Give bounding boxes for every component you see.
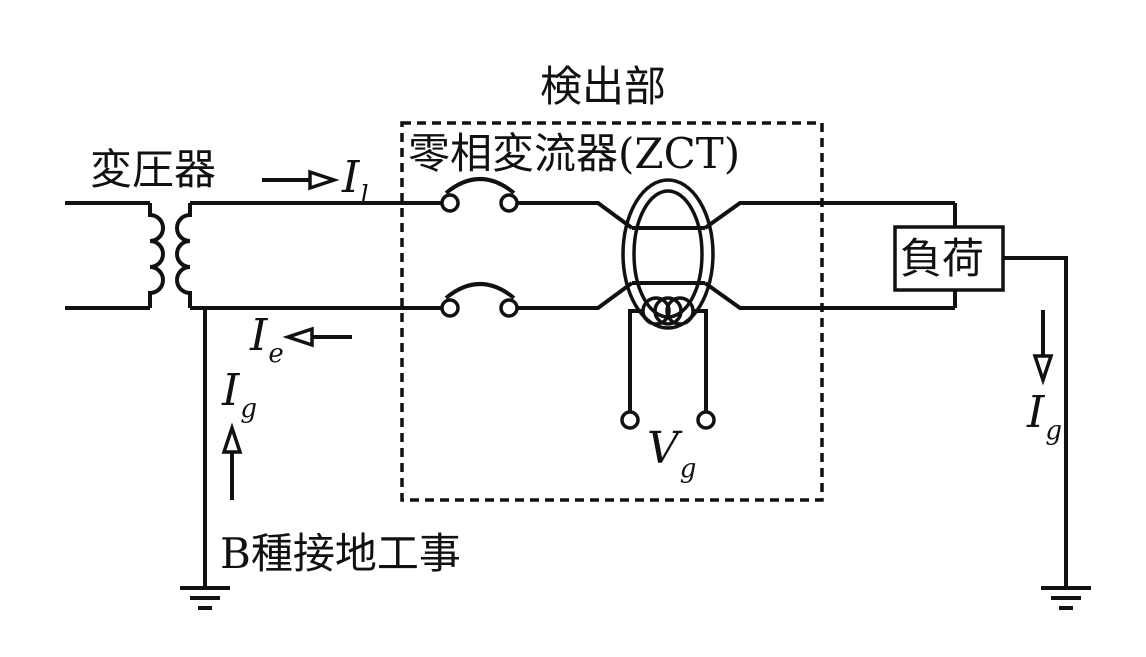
- zct-lead-right: [693, 309, 708, 412]
- detector-label: 検出部: [540, 62, 666, 111]
- top-switch-terminal-left: [440, 193, 460, 213]
- vg-terminal-left: [620, 410, 640, 430]
- zct: Vg: [620, 178, 716, 484]
- ig-right-label: Ig: [1026, 387, 1062, 446]
- zct-label: 零相変流器(ZCT): [408, 129, 740, 178]
- line-wires: [190, 201, 1068, 588]
- primary-leads: [65, 201, 150, 310]
- ig-left-arrow: [221, 422, 243, 500]
- ig-right-arrow: [1032, 310, 1054, 386]
- bottom-switch-contact: [444, 282, 516, 300]
- top-wire-to-load: [703, 201, 955, 230]
- ie-arrow: [282, 326, 352, 348]
- transformer: 変圧器: [65, 145, 216, 310]
- transformer-label: 変圧器: [90, 145, 216, 194]
- right-ground-symbol: [1041, 586, 1091, 610]
- vg-terminal-right: [696, 410, 716, 430]
- load: 負荷: [893, 225, 1005, 292]
- zct-core-outer: [621, 178, 715, 330]
- il-label: Il: [341, 152, 369, 211]
- load-label: 負荷: [900, 234, 984, 283]
- vg-label: Vg: [647, 423, 696, 484]
- breaker: [440, 177, 519, 318]
- zct-winding-loop-2: [653, 296, 683, 326]
- grounding-label: B種接地工事: [220, 529, 461, 578]
- zct-through-conductors: [632, 226, 705, 285]
- bottom-switch-terminal-left: [440, 298, 460, 318]
- detector-box: [400, 121, 824, 502]
- primary-coil: [148, 203, 165, 308]
- load-ground-wire: [1003, 256, 1068, 588]
- ig-left-label: Ig: [221, 365, 257, 424]
- bottom-wire-to-zct: [517, 281, 634, 310]
- bottom-wire-to-load: [703, 281, 955, 310]
- top-switch-terminal-right: [499, 193, 519, 213]
- top-wire-to-zct: [517, 201, 634, 230]
- zct-lead-left: [628, 309, 643, 412]
- ie-label: Ie: [249, 310, 284, 369]
- load-box: [893, 225, 1005, 292]
- secondary-coil: [175, 203, 192, 308]
- il-arrow: [262, 169, 340, 191]
- left-ground-symbol: [180, 586, 230, 610]
- top-switch-contact: [444, 177, 516, 195]
- bottom-switch-terminal-right: [499, 298, 519, 318]
